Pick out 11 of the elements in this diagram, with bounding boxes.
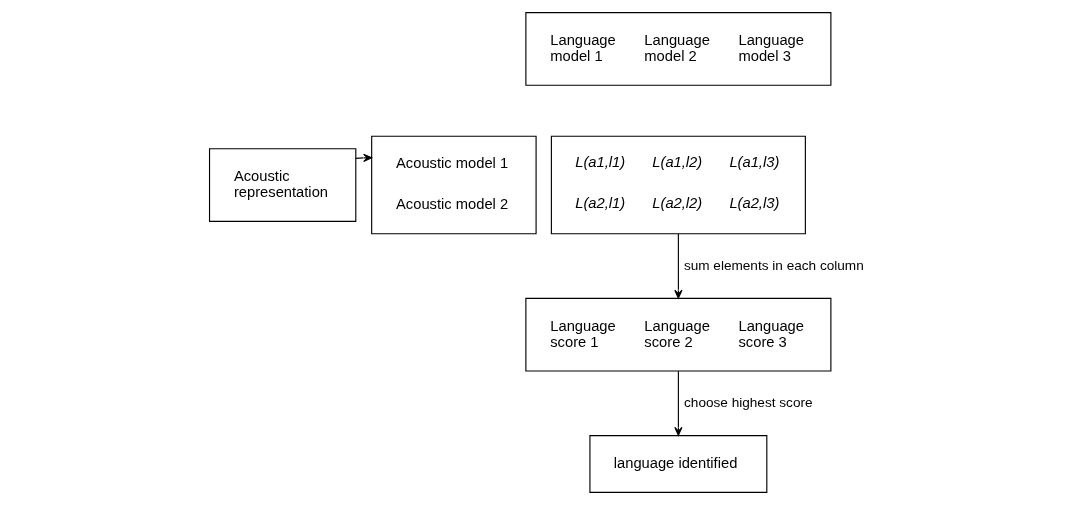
node-box: L(a1,l1) L(a1,l2) L(a1,l3) L(a2,l1) L(a2,l2) L(a2,l3) — [550, 135, 806, 235]
edge-label: choose highest score — [683, 394, 813, 410]
node-box: Acoustic model 1 Acoustic model 2 — [370, 135, 537, 235]
arrow — [673, 233, 682, 299]
arrow — [673, 370, 682, 436]
node-box: Language score 1 Language score 2 Language score 3 — [524, 297, 831, 372]
node-box: Acoustic representation — [208, 148, 356, 222]
node-box: language identified — [588, 435, 767, 493]
node-box: Language model 1 Language model 2 Language model 3 — [524, 12, 831, 86]
edge-label: sum elements in each column — [683, 257, 864, 273]
arrow — [354, 153, 372, 163]
